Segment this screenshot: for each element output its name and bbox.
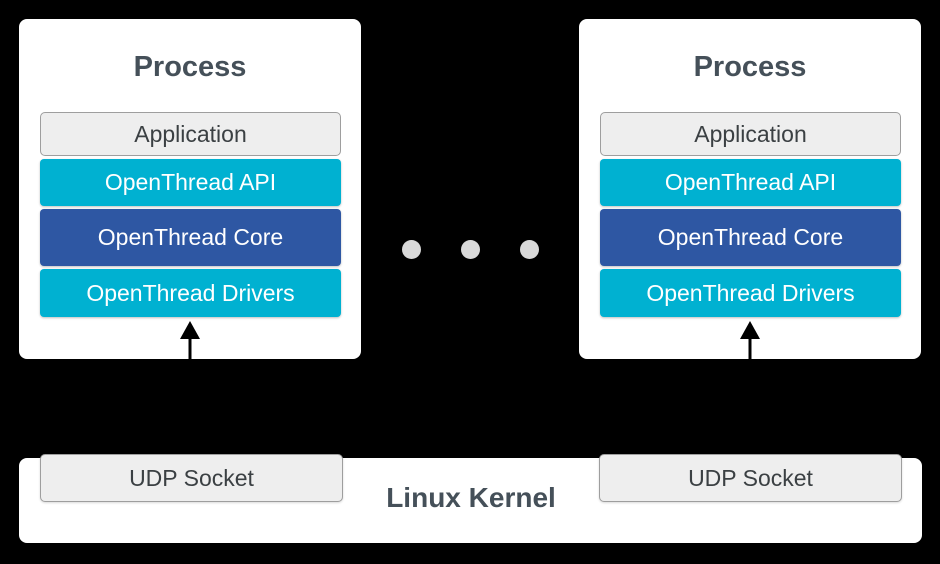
layer-openthread-drivers: OpenThread Drivers	[600, 269, 901, 317]
process-title: Process	[133, 51, 247, 83]
process-title: Process	[693, 51, 807, 83]
ellipsis-dot	[402, 240, 421, 259]
up-arrow-icon	[180, 321, 200, 359]
udp-socket-right: UDP Socket	[599, 454, 902, 502]
process-card-right: Process Application OpenThread API OpenT…	[579, 19, 921, 359]
layer-openthread-core: OpenThread Core	[600, 209, 901, 266]
udp-socket-left: UDP Socket	[40, 454, 343, 502]
up-arrow-icon	[740, 321, 760, 359]
layer-openthread-drivers: OpenThread Drivers	[40, 269, 341, 317]
ellipsis-dot	[461, 240, 480, 259]
linux-kernel-label: Linux Kernel	[386, 482, 556, 513]
layer-openthread-core: OpenThread Core	[40, 209, 341, 266]
layer-openthread-api: OpenThread API	[600, 159, 901, 206]
process-card-left: Process Application OpenThread API OpenT…	[19, 19, 361, 359]
layer-stack: Application OpenThread API OpenThread Co…	[40, 112, 341, 317]
layer-openthread-api: OpenThread API	[40, 159, 341, 206]
ellipsis-dot	[520, 240, 539, 259]
layer-application: Application	[600, 112, 901, 156]
linux-kernel-band: UDP Socket Linux Kernel UDP Socket	[19, 454, 922, 543]
layer-application: Application	[40, 112, 341, 156]
layer-stack: Application OpenThread API OpenThread Co…	[600, 112, 901, 317]
